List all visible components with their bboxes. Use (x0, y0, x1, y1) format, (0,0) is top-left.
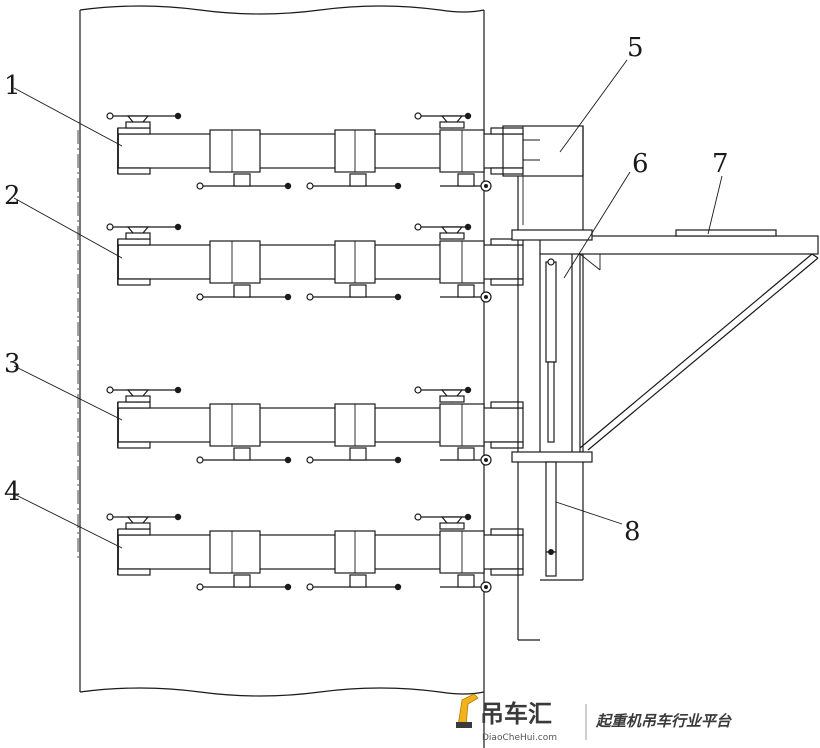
bracket-assembly-2 (106, 222, 524, 303)
callout-7: 7 (712, 149, 729, 179)
callout-3: 3 (4, 349, 21, 379)
callout-1: 1 (4, 71, 21, 101)
callout-8: 8 (624, 517, 641, 547)
callout-4: 4 (4, 477, 21, 507)
watermark-brand: 吊车汇 (480, 700, 552, 728)
watermark-url: DiaoCheHui.com (482, 733, 557, 743)
bracket-assembly-1 (106, 111, 524, 192)
callout-6: 6 (632, 149, 649, 179)
cylinder-upper (545, 258, 557, 443)
watermark: 吊车汇 DiaoCheHui.com 起重机吊车行业平台 (456, 693, 732, 743)
bracket-assembly-3 (106, 385, 524, 466)
leader-lines (13, 59, 723, 549)
watermark-tagline: 起重机吊车行业平台 (595, 712, 732, 730)
callout-2: 2 (4, 181, 21, 211)
work-platform (511, 229, 819, 463)
bracket-assembly-4 (106, 512, 524, 593)
cylinder-lower (545, 461, 557, 577)
crane-logo-icon (456, 693, 479, 728)
callout-5: 5 (627, 33, 644, 63)
mounting-frame (502, 125, 584, 641)
